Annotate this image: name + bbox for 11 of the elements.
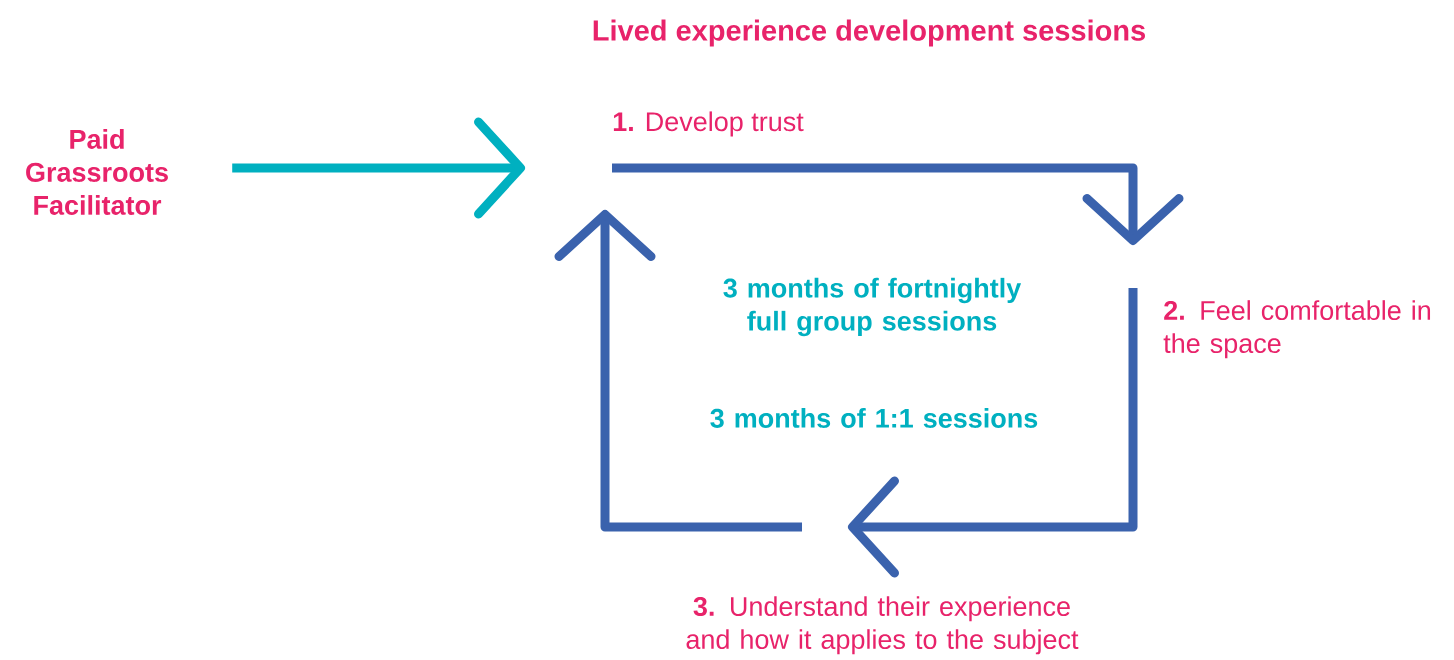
duration-label: 3 months of 1:1 sessions: [710, 408, 1038, 428]
step-label: 1. Develop trust: [613, 111, 804, 137]
duration-label: 3 months of fortnightly full group sessions: [723, 277, 1022, 337]
arrow: [848, 288, 1138, 578]
step-label: 2. Feel comfortable in the space: [1163, 300, 1431, 359]
arrow: [232, 117, 525, 219]
title: Lived experience development sessions: [593, 19, 1145, 47]
arrow: [554, 210, 802, 532]
arrow: [612, 163, 1184, 245]
facilitator-label: Paid Grassroots Facilitator: [26, 129, 168, 215]
step-label: 3. Understand their experience and how it applies to the subject: [686, 596, 1079, 655]
